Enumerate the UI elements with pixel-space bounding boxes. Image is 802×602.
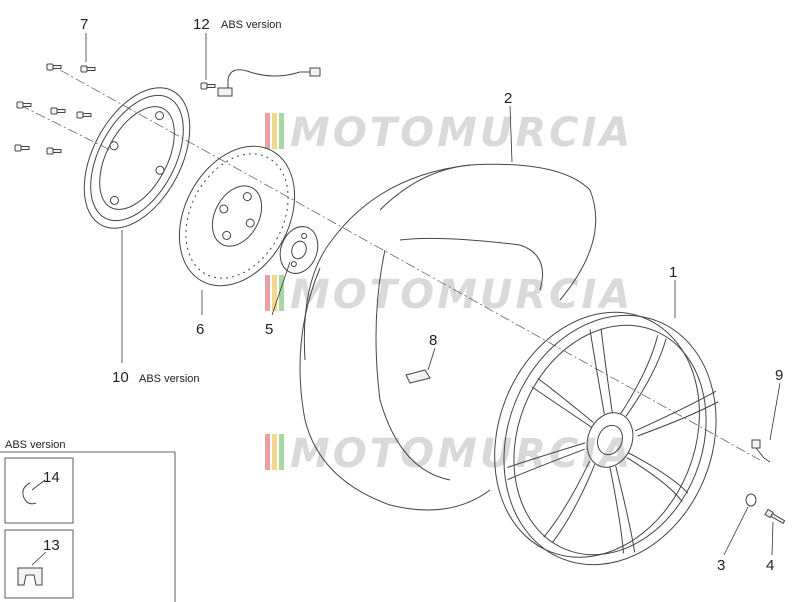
callout-8: 8 <box>429 332 437 349</box>
callout-10: 10 <box>112 369 129 386</box>
callout-5: 5 <box>265 321 273 338</box>
inset-box-13 <box>4 529 74 599</box>
valve-part-8 <box>405 369 431 384</box>
assembly-axis-line <box>59 69 761 461</box>
spacer-part-5 <box>279 226 319 274</box>
callout-2: 2 <box>504 90 512 107</box>
bolts-part-7 <box>14 63 96 155</box>
brake-disc-part-6 <box>178 145 296 287</box>
callout-1: 1 <box>669 264 677 281</box>
callout-3: 3 <box>717 557 725 574</box>
inset-box-14 <box>4 457 74 524</box>
callout-13: 13 <box>43 537 60 554</box>
bracket-part-13 <box>17 567 43 586</box>
washer-part-3 <box>745 493 757 507</box>
callout-4: 4 <box>766 557 774 574</box>
wheel-rim-part-1 <box>494 311 719 566</box>
callout-6: 6 <box>196 321 204 338</box>
note-part-10: ABS version <box>139 373 200 385</box>
clip-part-14 <box>22 482 37 505</box>
leader-lines <box>31 33 781 566</box>
watermark-top: MOTOMURCIA <box>265 110 633 156</box>
watermark-bottom: MOTOMURCIA <box>265 431 633 477</box>
watermark-middle: MOTOMURCIA <box>265 272 633 318</box>
abs-version-inset: ABS version 14 13 <box>0 439 176 602</box>
callout-12: 12 <box>193 16 210 33</box>
bolt-part-4 <box>764 508 786 524</box>
callout-14: 14 <box>43 469 60 486</box>
abs-tone-ring-part-10 <box>83 87 191 229</box>
watermark-text: MOTOMURCIA <box>290 431 633 477</box>
bolt-axis-line <box>19 104 111 151</box>
watermark-text: MOTOMURCIA <box>290 272 633 318</box>
callout-9: 9 <box>775 367 783 384</box>
abs-sensor-part-12 <box>200 67 321 97</box>
tyre-part-2 <box>299 163 597 511</box>
note-part-12: ABS version <box>221 19 282 31</box>
valve-stem-part-9 <box>751 439 771 463</box>
callout-7: 7 <box>80 16 88 33</box>
watermark-text: MOTOMURCIA <box>290 110 633 156</box>
inset-title: ABS version <box>5 439 66 451</box>
